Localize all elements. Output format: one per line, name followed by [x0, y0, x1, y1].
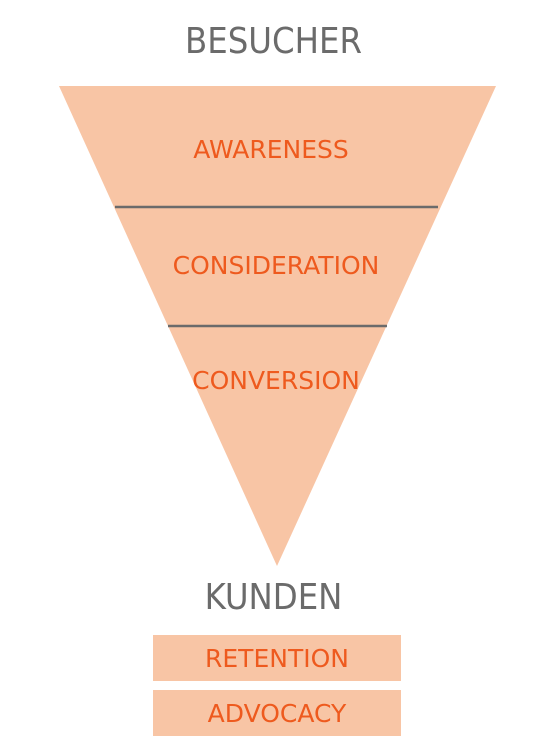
funnel-top-label: BESUCHER	[185, 21, 362, 62]
advocacy-label: ADVOCACY	[207, 698, 347, 728]
retention-label: RETENTION	[205, 643, 349, 673]
advocacy-box: ADVOCACY	[153, 690, 401, 736]
stage-consideration-label: CONSIDERATION	[173, 251, 380, 280]
stage-conversion-label: CONVERSION	[192, 366, 360, 395]
funnel-diagram: AWARENESS CONSIDERATION CONVERSION	[59, 86, 496, 566]
retention-box: RETENTION	[153, 635, 401, 681]
funnel-bottom-label: KUNDEN	[204, 577, 343, 618]
stage-awareness-label: AWARENESS	[193, 135, 349, 164]
